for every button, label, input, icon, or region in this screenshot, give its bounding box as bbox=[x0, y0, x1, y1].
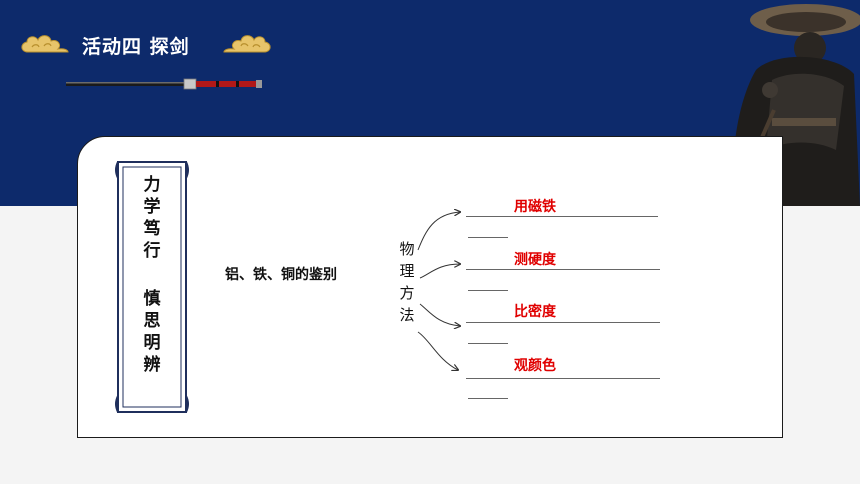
motto-char: 学 bbox=[143, 197, 161, 217]
answer-line-short bbox=[468, 343, 508, 344]
method-label: 物 理 方 法 bbox=[397, 238, 417, 326]
left-cloud-ornament-icon bbox=[21, 35, 69, 53]
motto-text: 力 学 笃 行 慎 思 明 辨 bbox=[136, 174, 168, 376]
sword-divider-icon bbox=[66, 78, 262, 90]
page-title: 活动四 探剑 bbox=[82, 36, 190, 58]
answer-line bbox=[466, 216, 658, 217]
answer-line-short bbox=[468, 398, 508, 399]
answer-line bbox=[466, 322, 660, 323]
scroll-frame-icon bbox=[115, 161, 189, 413]
motto-char: 行 bbox=[143, 241, 161, 261]
answer-line bbox=[466, 378, 660, 379]
motto-char: 力 bbox=[143, 175, 161, 195]
motto-char: 慎 bbox=[143, 289, 161, 309]
motto-char: 思 bbox=[143, 311, 161, 331]
right-cloud-ornament-icon bbox=[223, 35, 271, 53]
motto-char: 明 bbox=[143, 333, 161, 353]
content-card bbox=[77, 136, 783, 438]
option-hardness: 测硬度 bbox=[514, 252, 556, 268]
option-color: 观颜色 bbox=[514, 358, 556, 374]
option-density: 比密度 bbox=[514, 304, 556, 320]
answer-line-short bbox=[468, 290, 508, 291]
method-char: 物 bbox=[399, 240, 415, 258]
motto-char: 笃 bbox=[143, 219, 161, 239]
answer-line bbox=[466, 269, 660, 270]
branch-arrows-icon bbox=[417, 200, 476, 380]
method-char: 方 bbox=[399, 284, 415, 302]
option-magnet: 用磁铁 bbox=[514, 199, 556, 215]
title-banner: 活动四 探剑 bbox=[18, 28, 288, 64]
motto-char: 辨 bbox=[143, 355, 161, 375]
metals-label: 铝、铁、铜的鉴别 bbox=[225, 267, 337, 283]
answer-line-short bbox=[468, 237, 508, 238]
method-char: 法 bbox=[399, 306, 415, 324]
motto-scroll: 力 学 笃 行 慎 思 明 辨 bbox=[112, 156, 192, 418]
method-char: 理 bbox=[399, 262, 415, 280]
